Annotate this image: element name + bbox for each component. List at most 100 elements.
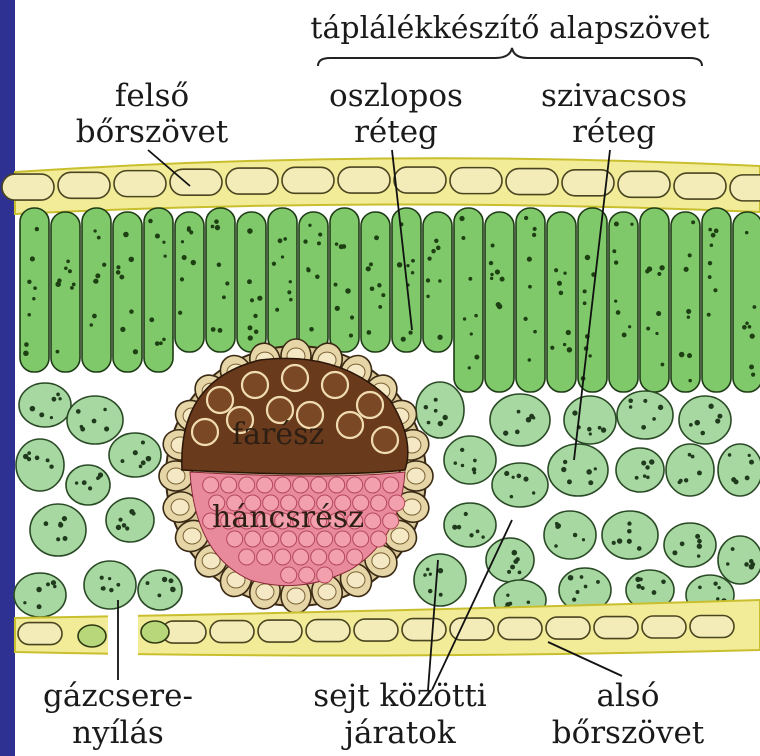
palisade-cell <box>299 212 328 352</box>
upper-epidermis-cell <box>506 169 558 195</box>
phloem-cell <box>221 477 237 493</box>
spongy-cell <box>416 382 464 438</box>
spongy-cell <box>718 444 760 496</box>
spongy-cell <box>679 396 731 444</box>
palisade-cell <box>454 208 483 392</box>
spongy-cell <box>666 444 714 496</box>
lower-epidermis-label-line1: alsó <box>597 678 660 714</box>
upper-epidermis-cell <box>2 174 54 200</box>
spongy-cell <box>616 448 664 492</box>
lower-epidermis-cell <box>210 621 254 643</box>
spongy-cell <box>602 511 658 559</box>
spongy-cell <box>16 439 64 491</box>
phloem-cell <box>347 477 363 493</box>
phloem-cell <box>293 477 309 493</box>
palisade-cell <box>640 208 669 392</box>
spongy-cell <box>564 396 616 444</box>
spongy-cell <box>492 463 548 507</box>
spongy-cell <box>718 536 760 584</box>
upper-epidermis-cell <box>450 168 502 194</box>
phloem-label: háncsrész <box>212 500 364 535</box>
palisade-cell <box>671 212 700 392</box>
upper-epidermis-cell <box>338 167 390 193</box>
upper-epidermis-cell <box>170 169 222 195</box>
guard-cell <box>78 625 106 647</box>
phloem-cell <box>203 477 219 493</box>
phloem-cell <box>347 549 363 565</box>
title-label: táplálékkészítő alapszövet <box>310 11 709 46</box>
lower-epidermis-cell <box>258 620 302 642</box>
spongy-cell <box>444 503 496 547</box>
stoma-gap <box>108 612 138 656</box>
palisade-cell <box>733 212 760 392</box>
phloem-cell <box>281 567 297 583</box>
palisade-cell <box>361 212 390 352</box>
xylem-vessel <box>372 427 398 453</box>
palisade-label-line1: oszlopos <box>329 78 463 114</box>
phloem-cell <box>317 567 333 583</box>
spongy-cell <box>544 511 596 559</box>
xylem-vessel <box>322 372 348 398</box>
phloem-cell <box>371 495 387 511</box>
upper-epidermis-cell <box>618 171 670 197</box>
lower-epidermis-cell <box>354 619 398 641</box>
upper-epidermis-cell <box>674 173 726 199</box>
phloem-cell <box>239 549 255 565</box>
phloem-cell <box>257 477 273 493</box>
palisade-cell <box>144 208 173 372</box>
xylem-vessel <box>357 392 383 418</box>
palisade-cell <box>516 208 545 392</box>
phloem-cell <box>257 549 273 565</box>
upper-epidermis-label-line2: bőrszövet <box>76 114 229 150</box>
xylem-vessel <box>282 365 308 391</box>
palisade-cell <box>268 208 297 352</box>
phloem-cell <box>311 477 327 493</box>
upper-epidermis-label-line1: felső <box>115 78 189 114</box>
lower-epidermis-cell <box>18 623 62 645</box>
lower-epidermis-label-line2: bőrszövet <box>552 715 705 751</box>
lower-epidermis-cell <box>642 616 686 638</box>
xylem-vessel <box>192 419 218 445</box>
upper-epidermis-cell <box>58 172 110 198</box>
spongy-label-line2: réteg <box>572 114 656 150</box>
phloem-cell <box>275 477 291 493</box>
spongy-cell <box>19 383 71 427</box>
phloem-cell <box>365 477 381 493</box>
palisade-cell <box>51 212 80 372</box>
side-bar <box>0 0 15 756</box>
spongy-cell <box>414 554 466 606</box>
spongy-cell <box>66 465 110 505</box>
phloem-cell <box>383 513 399 529</box>
palisade-cell <box>330 208 359 352</box>
lower-epidermis-cell <box>690 616 734 638</box>
upper-epidermis-cell <box>114 171 166 197</box>
upper-epidermis-cell <box>730 175 760 201</box>
xylem-label: farész <box>232 417 324 452</box>
spongy-cell <box>548 444 608 496</box>
phloem-cell <box>389 495 405 511</box>
phloem-cell <box>275 549 291 565</box>
lower-epidermis-cell <box>402 619 446 641</box>
phloem-cell <box>365 513 381 529</box>
stoma-label-line2: nyílás <box>72 715 164 751</box>
phloem-cell <box>293 549 309 565</box>
spongy-cell <box>490 394 550 446</box>
lower-epidermis-cell <box>498 618 542 640</box>
vascular-bundle: farész háncsrész <box>159 339 433 613</box>
phloem-cell <box>311 549 327 565</box>
palisade-cell <box>702 208 731 392</box>
intercellular-label-line2: járatok <box>341 715 456 751</box>
lower-epidermis-cell <box>306 620 350 642</box>
phloem-cell <box>371 531 387 547</box>
guard-cell <box>141 621 169 643</box>
upper-epidermis-cell <box>282 167 334 193</box>
xylem-vessel <box>337 412 363 438</box>
spongy-cell <box>617 391 673 439</box>
phloem-cell <box>329 549 345 565</box>
spongy-cell <box>664 523 716 567</box>
phloem-cell <box>239 477 255 493</box>
palisade-cell <box>609 212 638 392</box>
xylem-vessel <box>207 387 233 413</box>
palisade-label-line2: réteg <box>354 114 438 150</box>
spongy-cell <box>106 498 154 542</box>
